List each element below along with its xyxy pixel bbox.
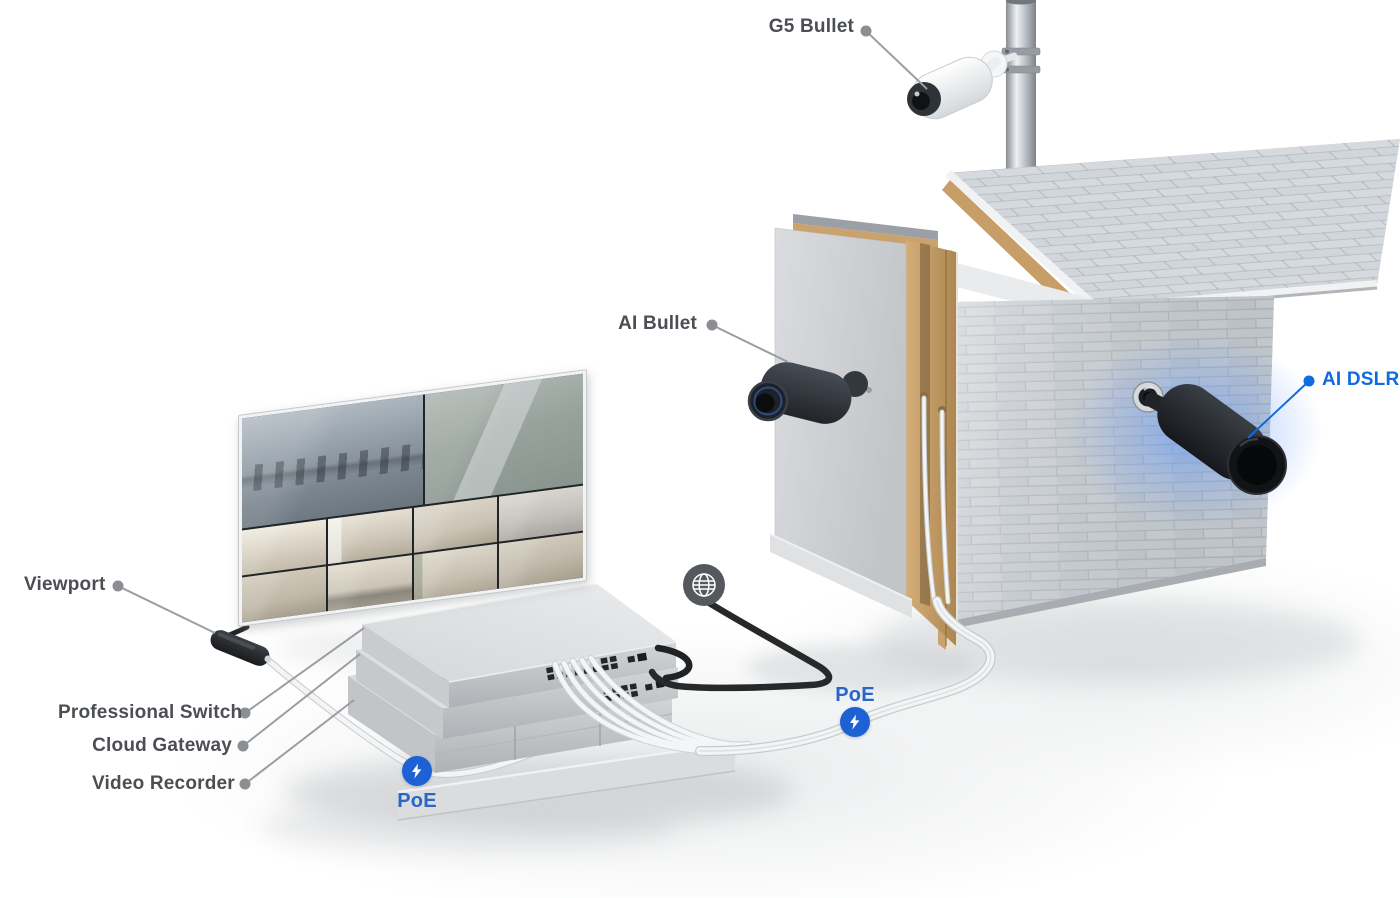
- cameras: [747, 50, 1287, 495]
- camera-view-parking-lot: [242, 394, 423, 529]
- ai-dslr-camera: [1132, 381, 1287, 495]
- leader-professional-switch: [244, 627, 365, 714]
- poe-badge-front: [402, 756, 432, 786]
- globe-icon: [683, 564, 725, 606]
- device-stack: [348, 583, 678, 773]
- building: [929, 139, 1400, 652]
- leader-lines: [117, 30, 1310, 785]
- camera-view-office-plants: [327, 555, 412, 612]
- leader-dots: [112, 25, 1315, 790]
- roof: [942, 139, 1400, 322]
- network-cables: [551, 596, 996, 757]
- label-cloud-gateway: Cloud Gateway: [92, 735, 232, 756]
- leader-ai-dslr: [1247, 380, 1310, 439]
- camera-view-office-reception: [413, 543, 498, 600]
- surveillance-grid: [242, 373, 583, 623]
- label-professional-switch: Professional Switch: [58, 702, 243, 723]
- camera-view-street-intersection: [424, 373, 583, 505]
- label-viewport: Viewport: [24, 574, 106, 595]
- leader-ai-bullet: [711, 324, 789, 363]
- label-poe-front: PoE: [397, 790, 437, 812]
- lightning-bolt-icon: [850, 714, 860, 730]
- poe-badge-wall: [840, 707, 870, 737]
- viewport-device: [210, 624, 272, 666]
- leader-video-recorder: [244, 699, 355, 785]
- internet-cable-black: [648, 597, 833, 692]
- label-video-recorder: Video Recorder: [92, 773, 235, 794]
- wall-cutaway: [769, 214, 956, 646]
- label-ai-dslr: AI DSLR: [1322, 369, 1400, 390]
- leader-viewport: [117, 585, 216, 634]
- label-ai-bullet: AI Bullet: [618, 313, 697, 334]
- poe-cable-bundle: [695, 596, 996, 757]
- leader-g5-bullet: [865, 30, 928, 90]
- mounting-pole: [1001, 0, 1041, 182]
- ai-bullet-camera: [747, 362, 872, 424]
- label-g5-bullet: G5 Bullet: [768, 16, 854, 37]
- leader-cloud-gateway: [242, 653, 361, 747]
- camera-view-office-kitchen: [499, 532, 583, 589]
- g5-bullet-camera: [907, 50, 1018, 120]
- label-poe-wall: PoE: [835, 684, 875, 706]
- lightning-bolt-icon: [412, 763, 422, 779]
- in-wall-cables: [921, 395, 951, 605]
- camera-view-office-workspace: [242, 566, 326, 623]
